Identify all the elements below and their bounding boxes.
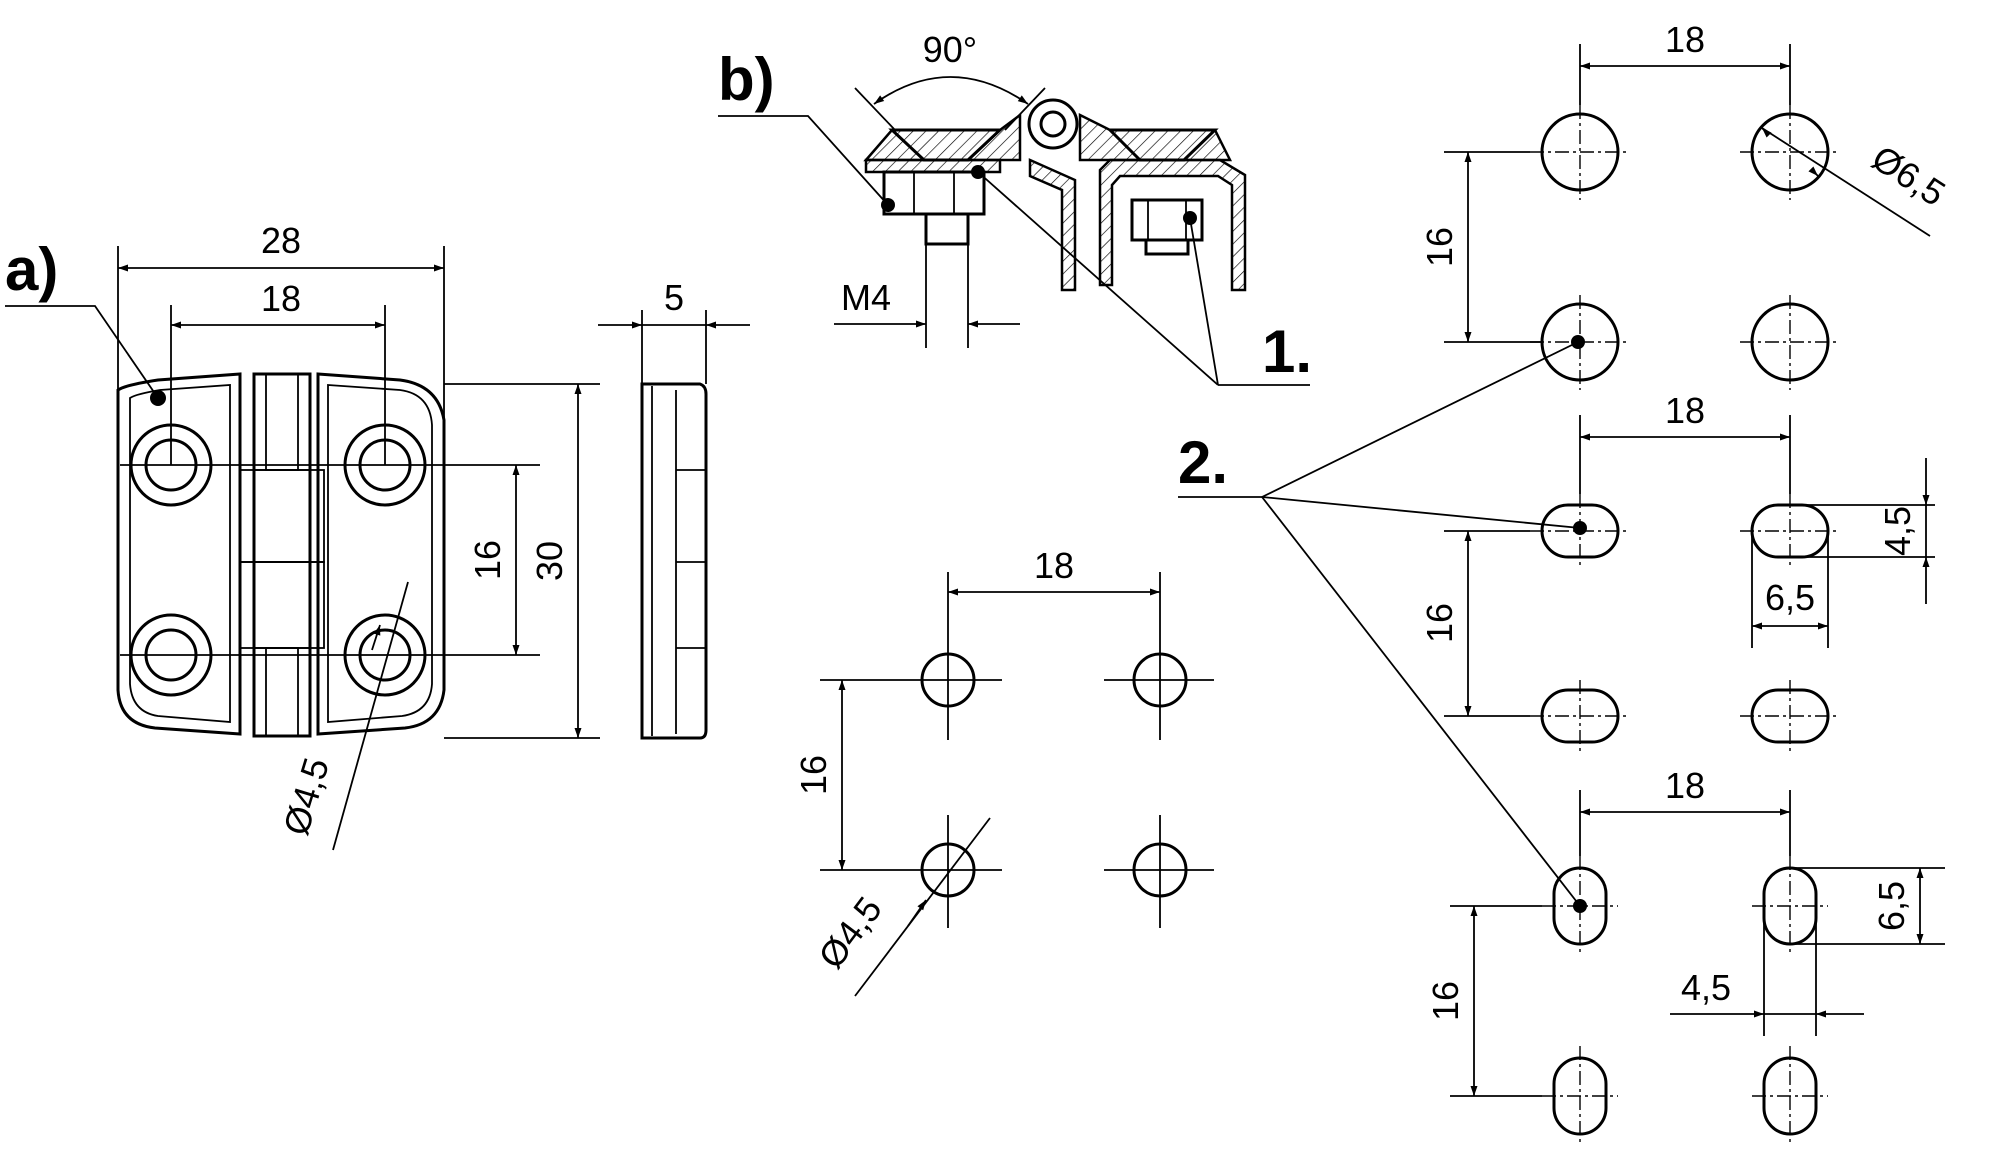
angle-arc — [873, 76, 1029, 105]
angle-label: 90° — [923, 29, 977, 70]
dim-hslot-16-label: 16 — [1419, 603, 1460, 643]
hole-pattern-center: 18 16 Ø4,5 — [793, 545, 1214, 997]
section-leaf-left-top — [863, 112, 1022, 162]
dim-hslot-18-label: 18 — [1665, 390, 1705, 431]
dia-leader-arrow — [371, 624, 381, 651]
section-view: b) 90° M4 1. — [718, 29, 1312, 386]
dia-leader-arrow — [1761, 127, 1772, 138]
dia-leader-arrow — [907, 899, 927, 927]
hinge-left-leaf-inner — [129, 384, 231, 723]
label-one-leader-1 — [977, 171, 1219, 386]
dim-vertical-16-label: 16 — [467, 540, 508, 580]
hole-pattern-slot-vertical: 18 16 6,5 4,5 — [1425, 765, 1945, 1146]
hinge-knuckle-column — [252, 372, 312, 738]
knuckle-bottom-inner — [265, 647, 299, 737]
dim-vslot-length-label: 6,5 — [1871, 881, 1912, 931]
hinge-pin-inner — [1039, 110, 1067, 138]
hinge-side-view: 5 — [598, 277, 750, 740]
hinge-right-leaf — [316, 372, 446, 736]
nut-left — [882, 170, 986, 216]
label-two: 2. — [1178, 429, 1228, 496]
dim-dia-label: Ø4,5 — [275, 753, 337, 840]
dim-hole-spacing-18-label: 18 — [261, 278, 301, 319]
dim-vslot-18-label: 18 — [1665, 765, 1705, 806]
dim-pattern-center-18-label: 18 — [1034, 545, 1074, 586]
dim-width-28-label: 28 — [261, 220, 301, 261]
hole-pattern-slot-horizontal: 18 16 4,5 6,5 — [1419, 390, 1935, 752]
hinge-right-leaf-inner — [327, 384, 433, 723]
dia-leader-line — [1761, 127, 1931, 237]
dia-leader-arrow — [1808, 166, 1819, 177]
screw-tip-right — [1144, 238, 1190, 256]
angle-ext-left — [854, 87, 896, 131]
hole-pattern-round: 18 16 Ø6,5 — [1419, 19, 1953, 390]
dim-hslot-height-label: 4,5 — [1877, 506, 1918, 556]
label-a: a) — [5, 236, 58, 303]
label-two-dot-1 — [1571, 335, 1585, 349]
label-two-leader-2 — [1261, 496, 1581, 529]
dim-round-16-label: 16 — [1419, 227, 1460, 267]
dim-pattern-center-dia-label: Ø4,5 — [810, 889, 890, 976]
label-two-group: 2. — [1178, 335, 1587, 913]
label-two-leader-1 — [1261, 341, 1579, 498]
label-one-dot-1 — [971, 165, 985, 179]
dia-leader-line — [332, 581, 409, 851]
side-view-body — [640, 382, 708, 740]
dim-round-18-label: 18 — [1665, 19, 1705, 60]
hinge-pin-outer — [1027, 98, 1079, 150]
label-two-leader-3 — [1261, 496, 1581, 907]
dim-thread-label: M4 — [841, 277, 891, 318]
section-leaf-right-top — [1078, 112, 1233, 162]
label-one: 1. — [1262, 318, 1312, 385]
screw-tip-left — [924, 212, 970, 246]
section-leg-right — [1098, 158, 1247, 292]
label-b: b) — [718, 46, 775, 113]
dim-hslot-length-label: 6,5 — [1765, 577, 1815, 618]
section-leg-left — [1028, 158, 1077, 292]
hinge-left-leaf — [116, 372, 242, 736]
label-a-leader — [5, 305, 159, 399]
dim-height-30-label: 30 — [529, 541, 570, 581]
label-a-leader-dot — [150, 390, 166, 406]
label-one-leader-2 — [1189, 217, 1219, 386]
section-plate-left — [864, 158, 1002, 174]
dim-pattern-center-16-label: 16 — [793, 755, 834, 795]
dim-vslot-width-label: 4,5 — [1681, 967, 1731, 1008]
knuckle-top-inner — [265, 373, 299, 471]
dim-thickness-label: 5 — [664, 277, 684, 318]
hinge-front-view: a) 28 — [5, 220, 600, 851]
label-one-dot-2 — [1183, 211, 1197, 225]
label-b-leader — [718, 115, 889, 206]
dim-vslot-16-label: 16 — [1425, 981, 1466, 1021]
